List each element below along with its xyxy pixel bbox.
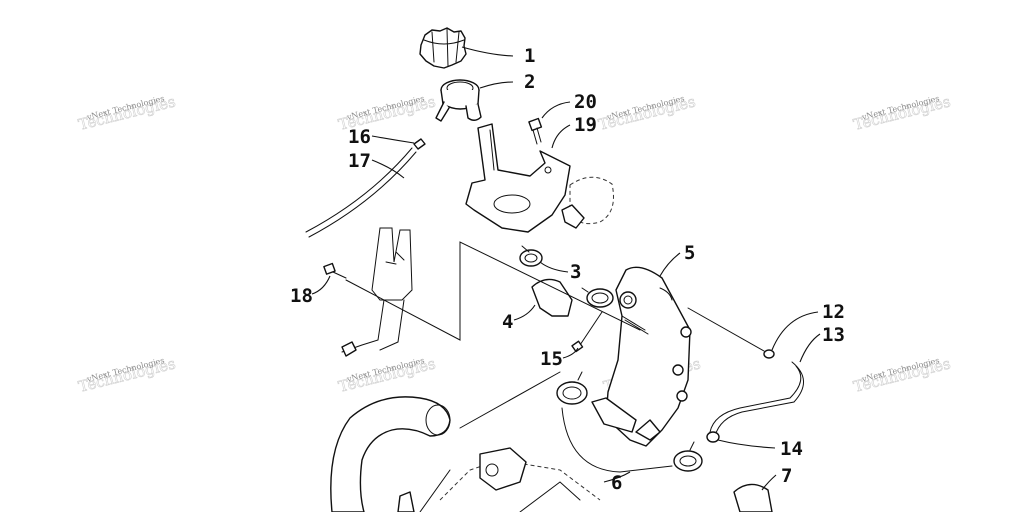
watermark: Technologies vNext Technologies — [851, 354, 952, 396]
hose-clamp-6a — [556, 371, 588, 405]
reservoir-cap — [419, 27, 467, 69]
elbow-hose — [531, 278, 573, 317]
lower-hose-7 — [733, 483, 773, 512]
callout-labels: 1 2 20 16 19 17 5 3 18 4 12 13 15 14 6 7 — [290, 45, 845, 494]
watermark-group: Technologies vNext Technologies Technolo… — [76, 92, 952, 396]
water-pump-assembly — [397, 447, 601, 512]
callout-16: 16 — [348, 126, 371, 148]
support-bracket — [341, 227, 413, 357]
hose-fitting — [413, 138, 426, 150]
watermark: Technologies vNext Technologies — [76, 354, 177, 396]
callout-13: 13 — [822, 324, 845, 346]
callout-4: 4 — [502, 311, 513, 333]
bolt-20 — [528, 117, 543, 145]
callout-14: 14 — [780, 438, 803, 460]
watermark: Technologies vNext Technologies — [336, 354, 437, 396]
radiator-hose — [330, 371, 561, 512]
callout-7: 7 — [781, 465, 792, 487]
mounting-bracket — [465, 123, 571, 233]
leader-lines — [311, 46, 821, 491]
screw-15 — [571, 311, 603, 353]
callout-17: 17 — [348, 150, 371, 172]
mount-clip — [561, 176, 614, 229]
hose-clamp-3 — [581, 287, 614, 308]
watermark: Technologies vNext Technologies — [76, 92, 177, 134]
vent-line — [687, 307, 765, 352]
clamp-bracket-6 — [561, 407, 673, 473]
vent-fitting-12 — [763, 349, 775, 359]
callout-12: 12 — [822, 301, 845, 323]
filler-neck — [435, 79, 482, 122]
callout-15: 15 — [540, 348, 563, 370]
callout-6: 6 — [611, 472, 622, 494]
watermark: Technologies vNext Technologies — [596, 92, 697, 134]
callout-18: 18 — [290, 285, 313, 307]
callout-5: 5 — [684, 242, 695, 264]
clamp-14 — [706, 431, 720, 443]
callout-2: 2 — [524, 71, 535, 93]
mount-line — [345, 241, 641, 341]
watermark: Technologies vNext Technologies — [851, 92, 952, 134]
callout-20: 20 — [574, 91, 597, 113]
hose-clamp-upper — [519, 245, 543, 267]
callout-1: 1 — [524, 45, 535, 67]
coolant-tank — [591, 266, 692, 447]
overflow-hose — [305, 147, 417, 238]
screw-18 — [323, 262, 347, 279]
hose-clamp-6b — [673, 441, 703, 472]
vent-hose-13 — [709, 361, 804, 437]
callout-19: 19 — [574, 114, 597, 136]
callout-3: 3 — [570, 261, 581, 283]
